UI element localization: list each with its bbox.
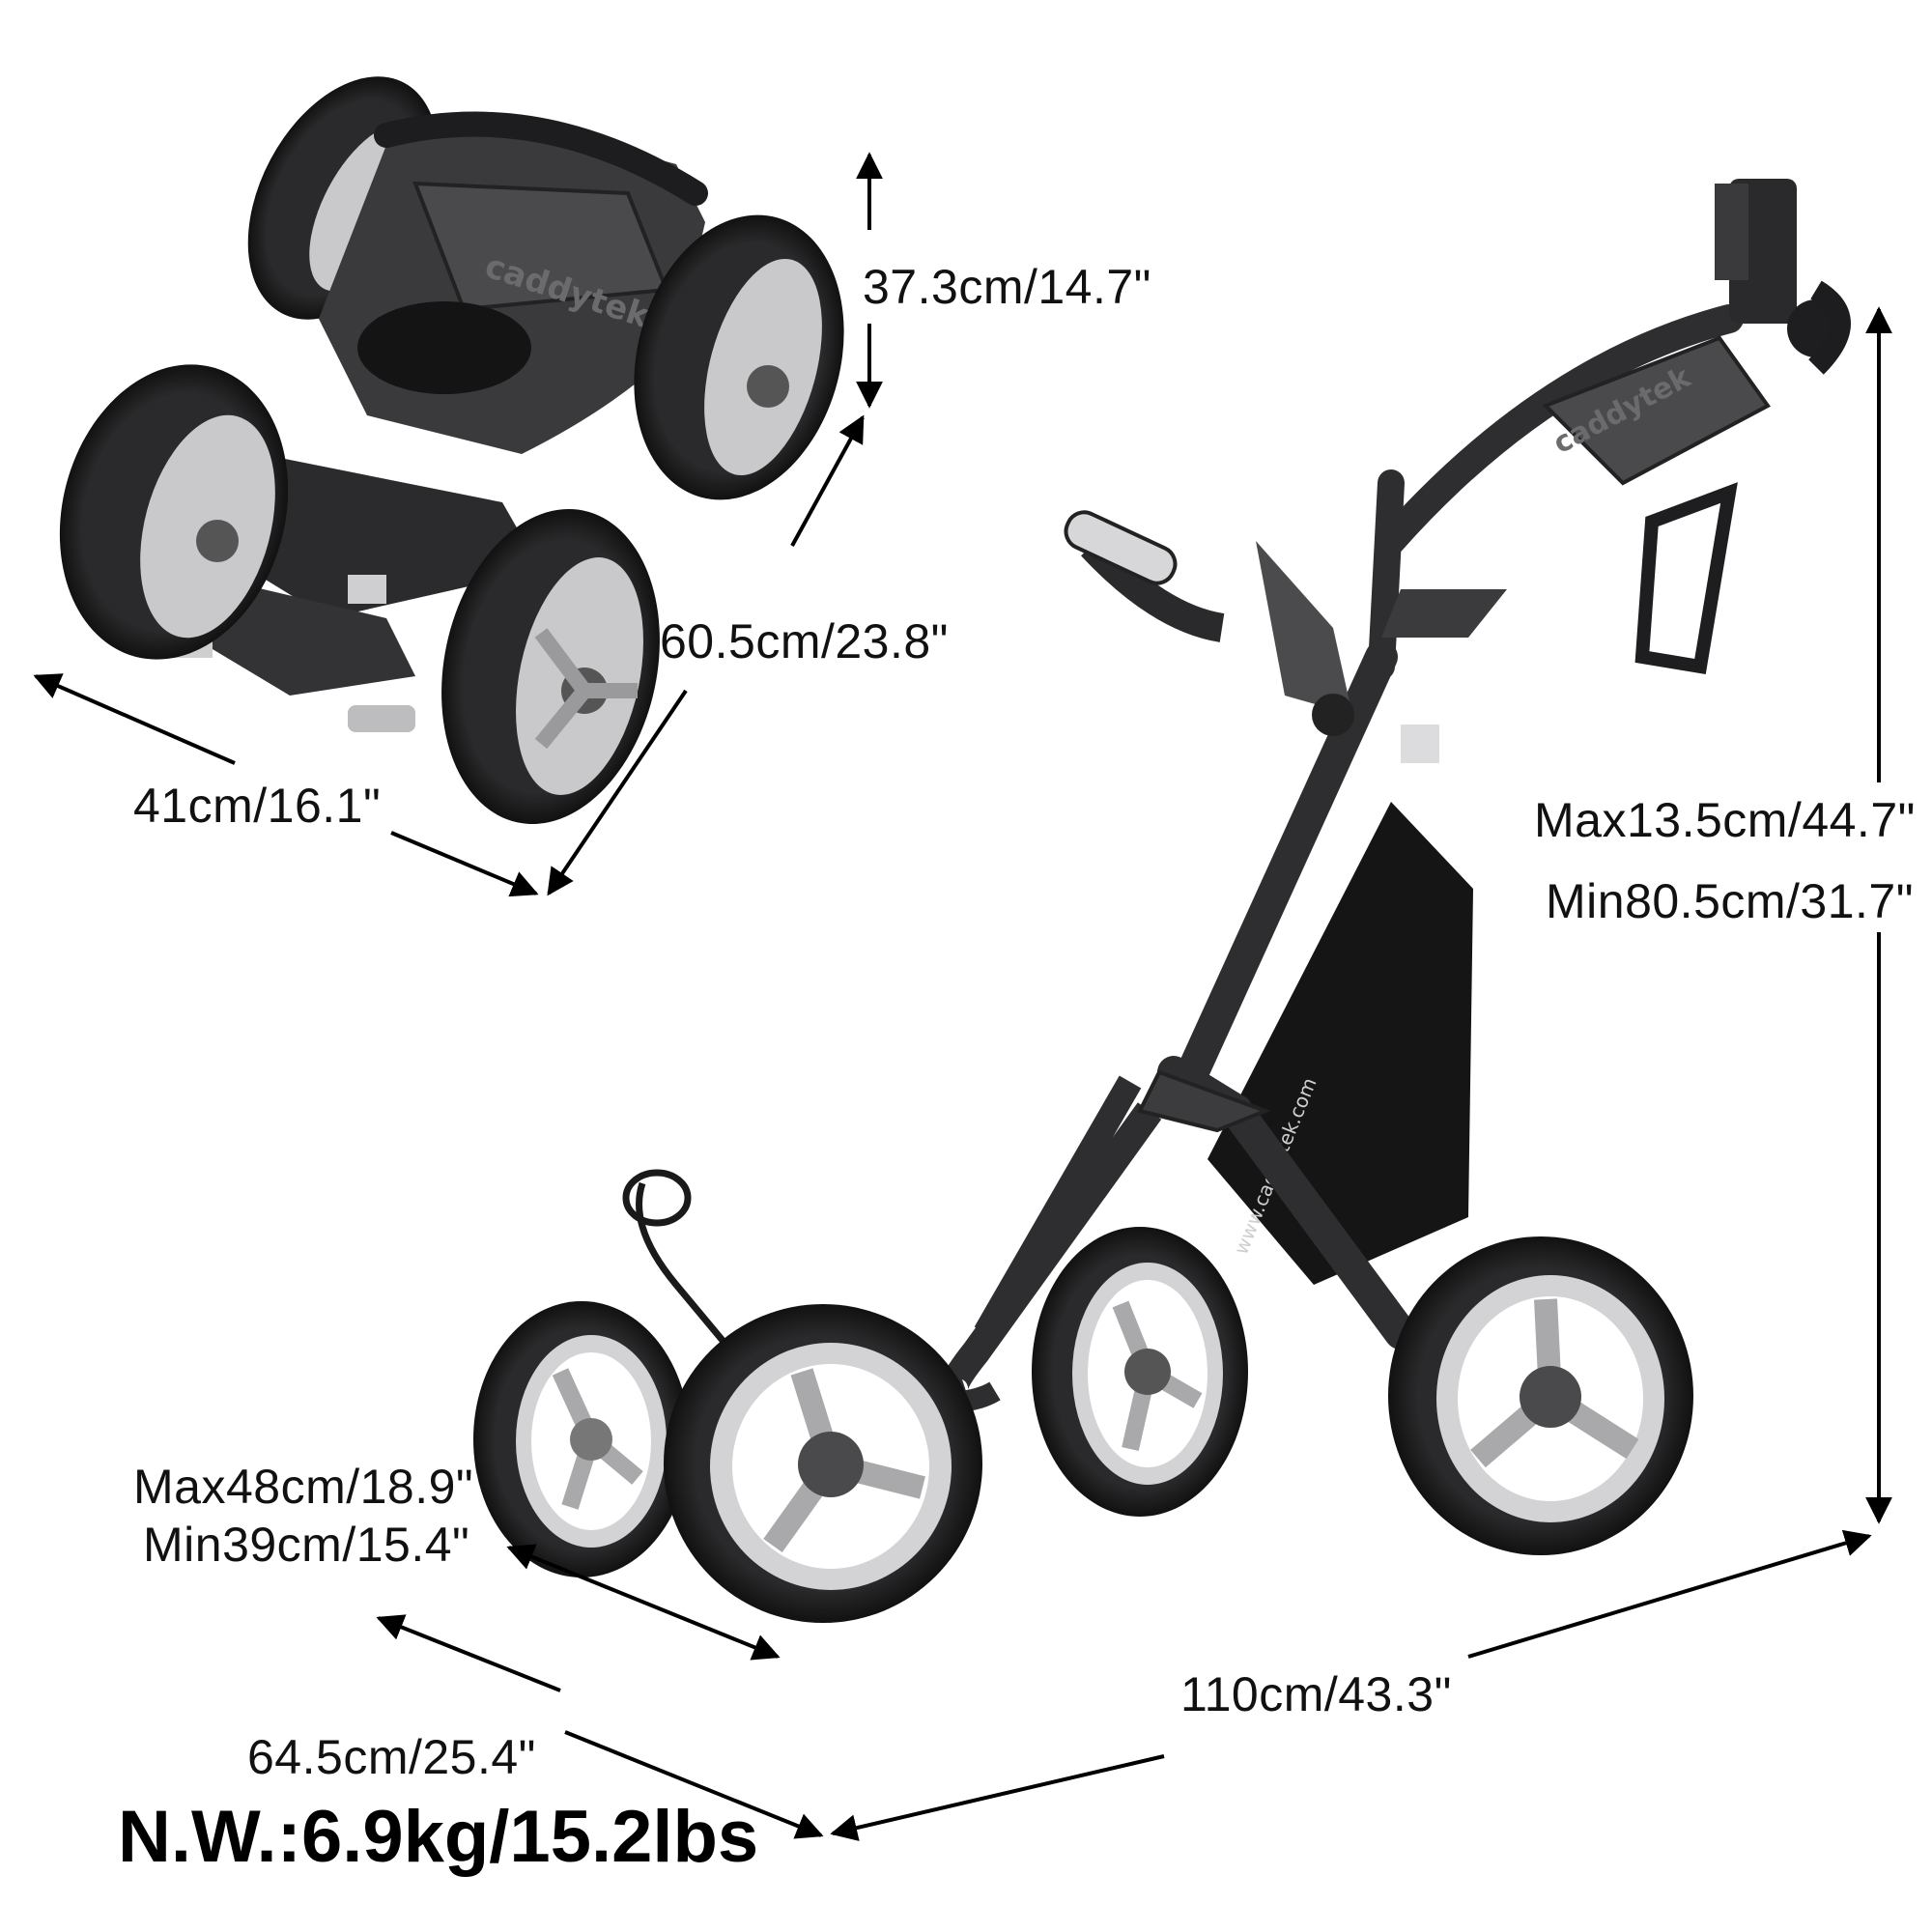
- arrow-folded-width-right: [390, 831, 539, 897]
- label-folded-height: 37.3cm/14.7": [863, 260, 1151, 314]
- arrow-open-width-left: [376, 1614, 561, 1692]
- folded-wheel-front-right: [441, 508, 660, 825]
- storage-bag: www.caddytek.com: [1208, 802, 1473, 1285]
- arrow-open-width-right: [564, 1730, 824, 1839]
- label-wheelbase-max: Max48cm/18.9": [133, 1460, 474, 1514]
- open-cart: caddytek www.caddytek.com: [473, 179, 1851, 1623]
- label-open-length: 110cm/43.3": [1180, 1667, 1452, 1721]
- arrow-folded-width-left: [33, 673, 236, 765]
- arrow-folded-length-top: [790, 414, 865, 547]
- open-wheel-front-right: [1388, 1236, 1693, 1555]
- arrow-folded-length-bottom: [547, 689, 688, 896]
- open-wheel-rear-right: [1032, 1227, 1248, 1517]
- folded-cart: caddytek: [59, 76, 844, 825]
- label-folded-width: 41cm/16.1": [133, 779, 382, 833]
- arrow-open-length-left: [830, 1754, 1165, 1841]
- label-handle-height-max: Max13.5cm/44.7": [1534, 793, 1916, 847]
- folded-wheel-front-left: [59, 364, 289, 660]
- label-folded-length: 60.5cm/23.8": [660, 614, 949, 668]
- net-weight: N.W.:6.9kg/15.2lbs: [118, 1796, 759, 1878]
- label-wheelbase-min: Min39cm/15.4": [143, 1518, 470, 1572]
- open-wheel-front-left: [664, 1304, 982, 1623]
- label-open-width: 64.5cm/25.4": [247, 1730, 536, 1784]
- label-handle-height-min: Min80.5cm/31.7": [1546, 874, 1914, 928]
- dimension-arrows: [33, 152, 1892, 1841]
- open-wheel-rear-left: [473, 1301, 690, 1577]
- folded-body: caddytek: [174, 111, 708, 732]
- arrow-wheelbase: [506, 1544, 781, 1661]
- folded-wheel-rear-right: [634, 214, 844, 500]
- arrow-open-length-right: [1467, 1529, 1872, 1659]
